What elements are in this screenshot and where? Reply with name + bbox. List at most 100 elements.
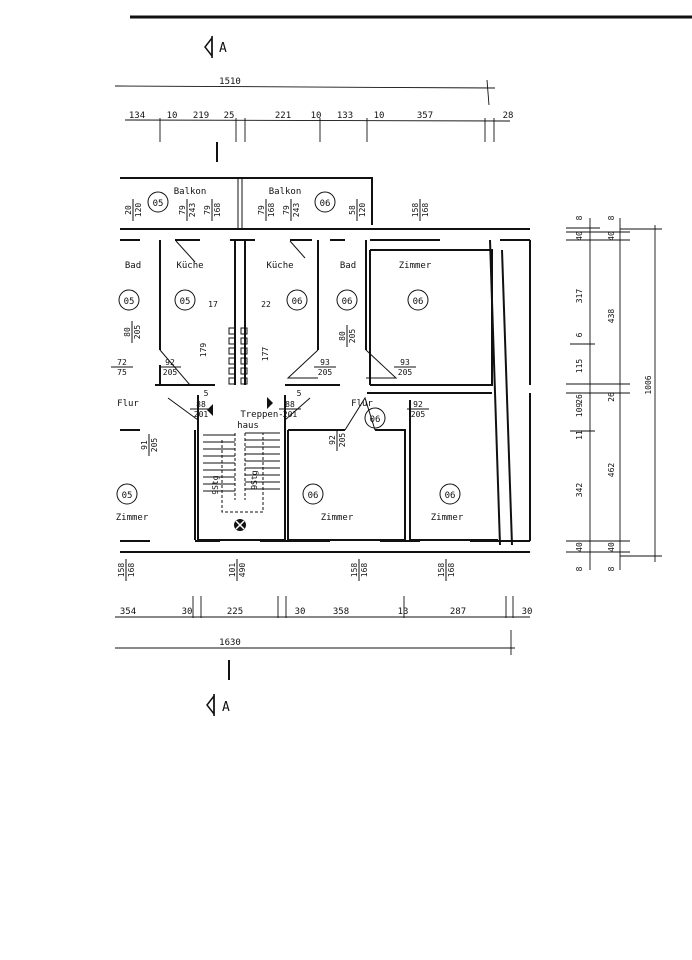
unit-number-circle <box>118 289 140 311</box>
dimension-segment: 8 <box>575 215 584 220</box>
dimension-segment: 30 <box>182 607 193 617</box>
flue <box>228 357 236 365</box>
opening-width: 101 <box>228 563 237 578</box>
dimension-inner: 17 <box>208 300 218 309</box>
dimension-inner: 5 <box>297 389 302 398</box>
dimension-segment: 40 <box>607 231 616 241</box>
opening-height: 120 <box>134 203 143 218</box>
dimension-segment: 13 <box>398 607 409 617</box>
dimension-segment: 30 <box>295 607 306 617</box>
stair-flight-label: 9Stg <box>211 475 220 494</box>
door-swings <box>159 240 398 431</box>
opening-height: 205 <box>150 438 159 453</box>
room-name: Bad <box>340 261 356 271</box>
stair-treads <box>203 432 280 513</box>
opening-height: 205 <box>411 410 426 419</box>
dimension-segment: 30 <box>522 607 533 617</box>
dimension-segment: 8 <box>575 566 584 571</box>
opening-width: 80 <box>123 327 132 337</box>
room-name: Bad <box>125 261 141 271</box>
unit-number: 05 <box>180 297 191 307</box>
opening-width: 79 <box>282 205 291 215</box>
dimension-segment: 221 <box>275 111 291 121</box>
dimension-total: 1630 <box>219 638 241 648</box>
dimension-segment: 40 <box>575 542 584 552</box>
flue <box>228 367 236 375</box>
opening-height: 205 <box>348 329 357 344</box>
opening-height: 201 <box>194 410 209 419</box>
flue <box>240 347 248 355</box>
stair-flight-label: 9Stg <box>250 470 259 489</box>
dimension-segment: 40 <box>575 231 584 241</box>
opening-height: 243 <box>292 203 301 218</box>
opening-width: 79 <box>178 205 187 215</box>
opening-height: 168 <box>360 563 369 578</box>
unit-number: 06 <box>413 297 424 307</box>
dimension-segment: 10 <box>374 111 385 121</box>
unit-number: 06 <box>445 491 456 501</box>
dimension-segment: 8 <box>607 215 616 220</box>
dimension-segment: 462 <box>607 463 616 478</box>
flue <box>240 337 248 345</box>
opening-width: 79 <box>203 205 212 215</box>
section-label: A <box>222 700 230 715</box>
balconies <box>120 177 373 228</box>
opening-width: 20 <box>124 205 133 215</box>
flue <box>240 377 248 385</box>
room-name: Küche <box>266 261 293 271</box>
dimension-segment: 26 <box>607 392 616 402</box>
opening-width: 58 <box>348 205 357 215</box>
opening-height: 201 <box>283 410 298 419</box>
room-name: Flur <box>117 399 139 409</box>
opening-width: 92 <box>165 358 175 367</box>
unit-number-circle <box>364 407 386 429</box>
labels: Balkon05Balkon06Bad05Küche05Küche06Bad06… <box>111 77 653 648</box>
opening-width: 72 <box>117 358 127 367</box>
opening-height: 243 <box>188 203 197 218</box>
room-name: Zimmer <box>321 513 354 523</box>
opening-height: 205 <box>338 433 347 448</box>
room-name: Küche <box>176 261 203 271</box>
opening-height: 205 <box>133 325 142 340</box>
dimension-segment: 10 <box>311 111 322 121</box>
flue <box>240 327 248 335</box>
dimension-segment: 225 <box>227 607 243 617</box>
chimney-flues <box>228 327 248 385</box>
arrow-left-icon <box>207 404 213 416</box>
unit-number-circle <box>336 289 358 311</box>
unit-number-circle <box>174 289 196 311</box>
dimension-segment: 358 <box>333 607 349 617</box>
dimension-segment: 134 <box>129 111 145 121</box>
opening-width: 158 <box>411 203 420 218</box>
dimension-segment: 26 <box>575 394 584 404</box>
opening-height: 205 <box>398 368 413 377</box>
opening-width: 79 <box>257 205 266 215</box>
dimension-segment: 8 <box>607 566 616 571</box>
opening-width: 158 <box>117 563 126 578</box>
flue <box>228 327 236 335</box>
dimension-segment: 357 <box>417 111 433 121</box>
dimension-segment: 342 <box>575 483 584 498</box>
unit-number-circle <box>439 483 461 505</box>
opening-height: 168 <box>213 203 222 218</box>
dimension-inner: 22 <box>261 300 271 309</box>
opening-width: 93 <box>320 358 330 367</box>
dimension-inner: 5 <box>204 389 209 398</box>
unit-number: 06 <box>292 297 303 307</box>
section-marker-top: A <box>204 35 227 59</box>
dimension-total: 1510 <box>219 77 241 87</box>
unit-number-circle <box>314 191 336 213</box>
opening-height: 120 <box>358 203 367 218</box>
